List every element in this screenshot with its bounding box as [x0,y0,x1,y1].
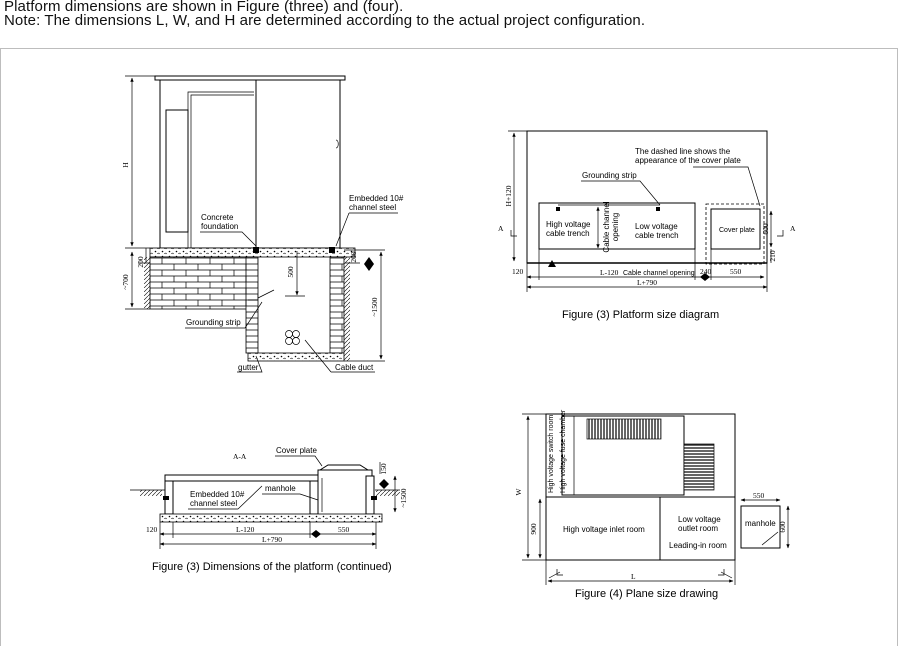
cover-plate-label: Cover plate [719,227,755,234]
brick-wall-left [149,256,256,310]
dim-600: 600 [761,223,770,235]
manhole-label-c: manhole [265,484,296,493]
radiator-side [683,443,715,491]
dim-h120: H+120 [504,185,513,206]
pit-floor [247,352,345,362]
manhole-square [740,505,781,549]
elevation-figure: H 200 ~700 500 200 ~1500 Concrete founda… [121,75,404,373]
dim-550-4: 550 [753,491,765,500]
lv-outlet-label-2: outlet room [678,524,718,533]
leading-in-label: Leading-in room [669,541,727,550]
dashed-note-1: The dashed line shows the [635,147,731,156]
hv-trench-label-1: High voltage [546,220,591,229]
cabinet-housing [159,79,341,249]
dim-W: W [514,488,523,496]
dim-l790: L+790 [637,278,657,287]
section-aa-label: A-A [233,452,247,461]
header-line-2: Note: The dimensions L, W, and H are det… [4,12,646,29]
dim-210: 210 [768,250,777,262]
grounding-label: Grounding strip [186,318,241,327]
fig3c-caption: Figure (3) Dimensions of the platform (c… [152,561,392,573]
dim-500: 500 [286,266,295,278]
dim-200a: 200 [136,256,145,268]
grounding-strip-label: Grounding strip [582,171,637,180]
concrete-label-1: Concrete [201,213,234,222]
opening-label-2: opening [611,213,620,241]
roof [154,75,346,81]
base-slab [159,513,383,523]
dim-700: ~700 [121,274,130,290]
lv-trench-label-1: Low voltage [635,222,678,231]
cover-plate-shape [319,464,369,471]
lv-outlet-label-1: Low voltage [678,515,721,524]
hv-fuse-label: High voltage fuse chamber [560,409,567,493]
lv-trench-label-2: cable trench [635,231,679,240]
dim-H: H [121,162,130,168]
opening-label-1: Cable channel [602,201,611,252]
concrete-label-2: foundation [201,222,238,231]
dashed-note-2: appearance of the cover plate [635,156,741,165]
cable-trench [538,202,696,250]
steel-label-1: Embedded 10# [349,194,404,203]
manhole-label-4: manhole [745,519,776,528]
plan-outline [545,413,736,561]
dim-l120-c: L-120 [236,525,255,534]
hv-trench-label-2: cable trench [546,229,590,238]
dim-550: 550 [730,267,742,276]
duct-label: Cable duct [335,363,374,372]
dim-l790-c: L+790 [262,535,282,544]
dim-900: 900 [529,523,538,535]
steel-label-2: channel steel [349,203,396,212]
fig4-plane-size: High voltage switch room High voltage fu… [514,409,790,600]
dim-240: 240 [700,267,712,276]
steel-label-c2: channel steel [190,499,237,508]
hv-switch-label: High voltage switch room [548,415,555,493]
dim-120: 120 [512,267,524,276]
dim-l120: L-120 [600,268,619,277]
cover-plate-label-c: Cover plate [276,446,317,455]
dim-200b: 200 [349,251,358,263]
fig3-continued-section: 150 ~1500 120 L-120 550 L+790 A-A Cover … [130,446,408,573]
section-a-left: A [498,224,504,233]
section-a-right: A [790,224,796,233]
drawing-frame [0,48,898,646]
cover-plate-outline [705,203,765,265]
concrete-foundation [149,247,356,258]
dim-600-4: 600 [778,521,787,533]
door-window [165,109,189,233]
dim-550-c: 550 [338,525,350,534]
dim-1500: ~1500 [370,297,379,316]
channel-opening-label: Cable channel opening [623,270,695,277]
radiator-top [586,418,662,440]
steel-label-c1: Embedded 10# [190,490,245,499]
brick-wall-right [329,256,345,354]
fig4-caption: Figure (4) Plane size drawing [575,588,718,600]
cable-duct-icon [285,330,300,345]
dim-120-c: 120 [146,525,158,534]
header-line-1: Platform dimensions are shown in Figure … [4,0,404,15]
fig3-platform-size: H+120 600 210 The dashed line shows the … [498,130,796,321]
hv-inlet-label: High voltage inlet room [563,525,645,534]
dim-1500-c: ~1500 [399,488,408,507]
dim-L: L [631,572,636,581]
gutter-label: gutter [238,363,259,372]
fig3-caption: Figure (3) Platform size diagram [562,309,719,321]
dim-150: 150 [379,463,388,475]
